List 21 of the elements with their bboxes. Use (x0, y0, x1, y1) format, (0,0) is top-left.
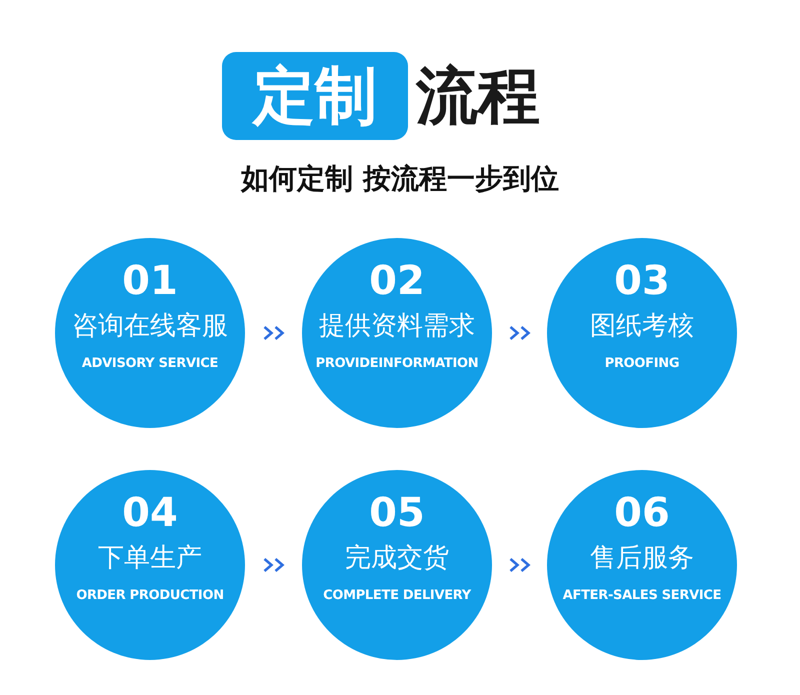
step-title: 完成交货 (344, 542, 450, 575)
step-subtitle: ADVISORY SERVICE (80, 356, 220, 371)
step-number: 06 (613, 490, 671, 536)
step-number: 01 (121, 258, 179, 304)
step-number: 05 (368, 490, 426, 536)
step-number: 03 (613, 258, 671, 304)
step-title: 图纸考核 (589, 310, 695, 343)
step-number: 02 (368, 258, 426, 304)
step-subtitle: PROOFING (604, 356, 680, 371)
step-subtitle: COMPLETE DELIVERY (322, 588, 472, 603)
step-subtitle: ORDER PRODUCTION (75, 588, 225, 603)
step-title: 提供资料需求 (318, 310, 476, 343)
title-highlight-box: 定制 (222, 52, 408, 140)
step-title: 售后服务 (589, 542, 695, 575)
step-subtitle: PROVIDEINFORMATION (314, 356, 480, 371)
step-number: 04 (121, 490, 179, 536)
step-title: 下单生产 (97, 542, 203, 575)
subtitle-text: 如何定制 按流程一步到位 (240, 161, 560, 197)
step-title: 咨询在线客服 (71, 310, 229, 343)
step-subtitle: AFTER-SALES SERVICE (562, 588, 722, 603)
title-text: 流程 (416, 58, 540, 134)
